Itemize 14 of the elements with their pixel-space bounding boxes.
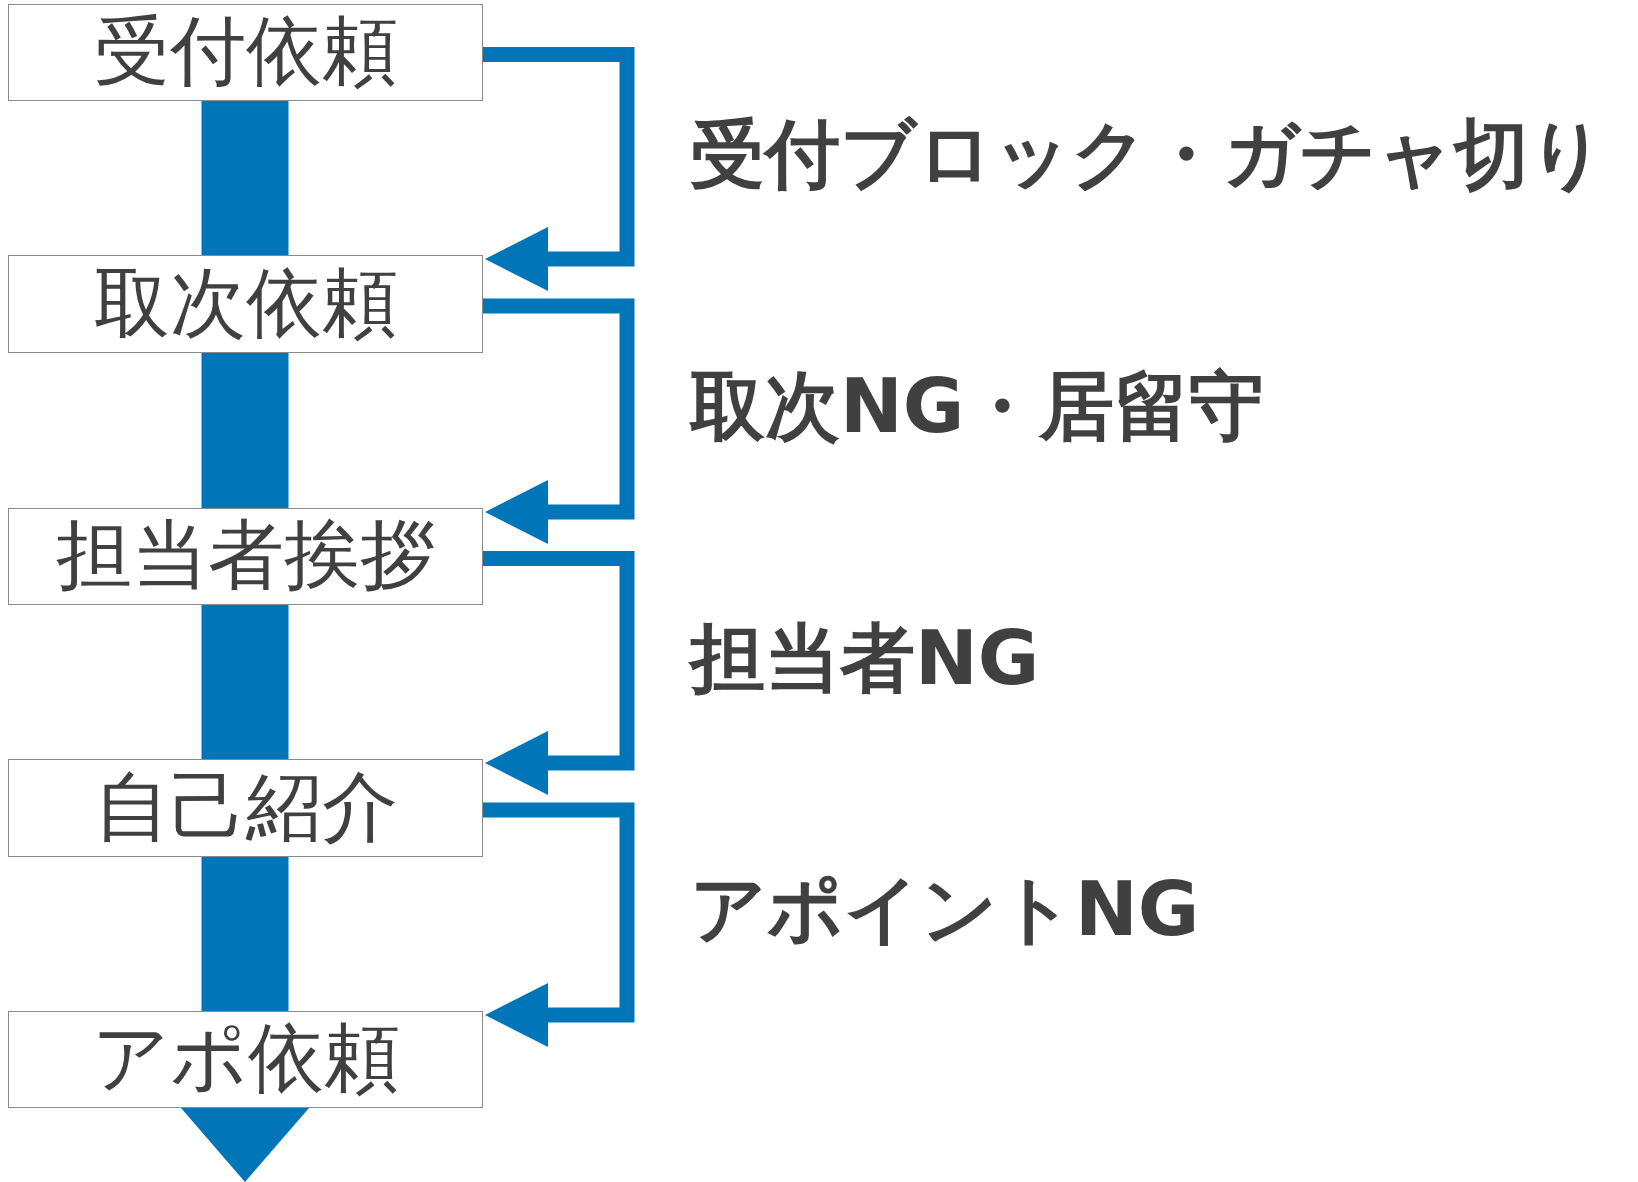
edge-label: アポイントNG bbox=[690, 872, 1200, 948]
edge-label: 担当者NG bbox=[690, 620, 1040, 696]
return-arrow bbox=[483, 46, 635, 291]
process-box: 受付依頼 bbox=[8, 4, 483, 101]
edge-label: 受付ブロック・ガチャ切り bbox=[690, 116, 1606, 192]
return-arrow bbox=[483, 298, 635, 544]
edge-label: 取次NG・居留守 bbox=[690, 368, 1265, 444]
process-box: 担当者挨拶 bbox=[8, 508, 483, 605]
return-arrow bbox=[483, 802, 635, 1047]
process-box: 自己紹介 bbox=[8, 759, 483, 857]
process-box: 取次依頼 bbox=[8, 255, 483, 353]
flow-arrow bbox=[181, 1108, 309, 1182]
return-arrow bbox=[483, 550, 635, 795]
process-box: アポ依頼 bbox=[8, 1011, 483, 1108]
